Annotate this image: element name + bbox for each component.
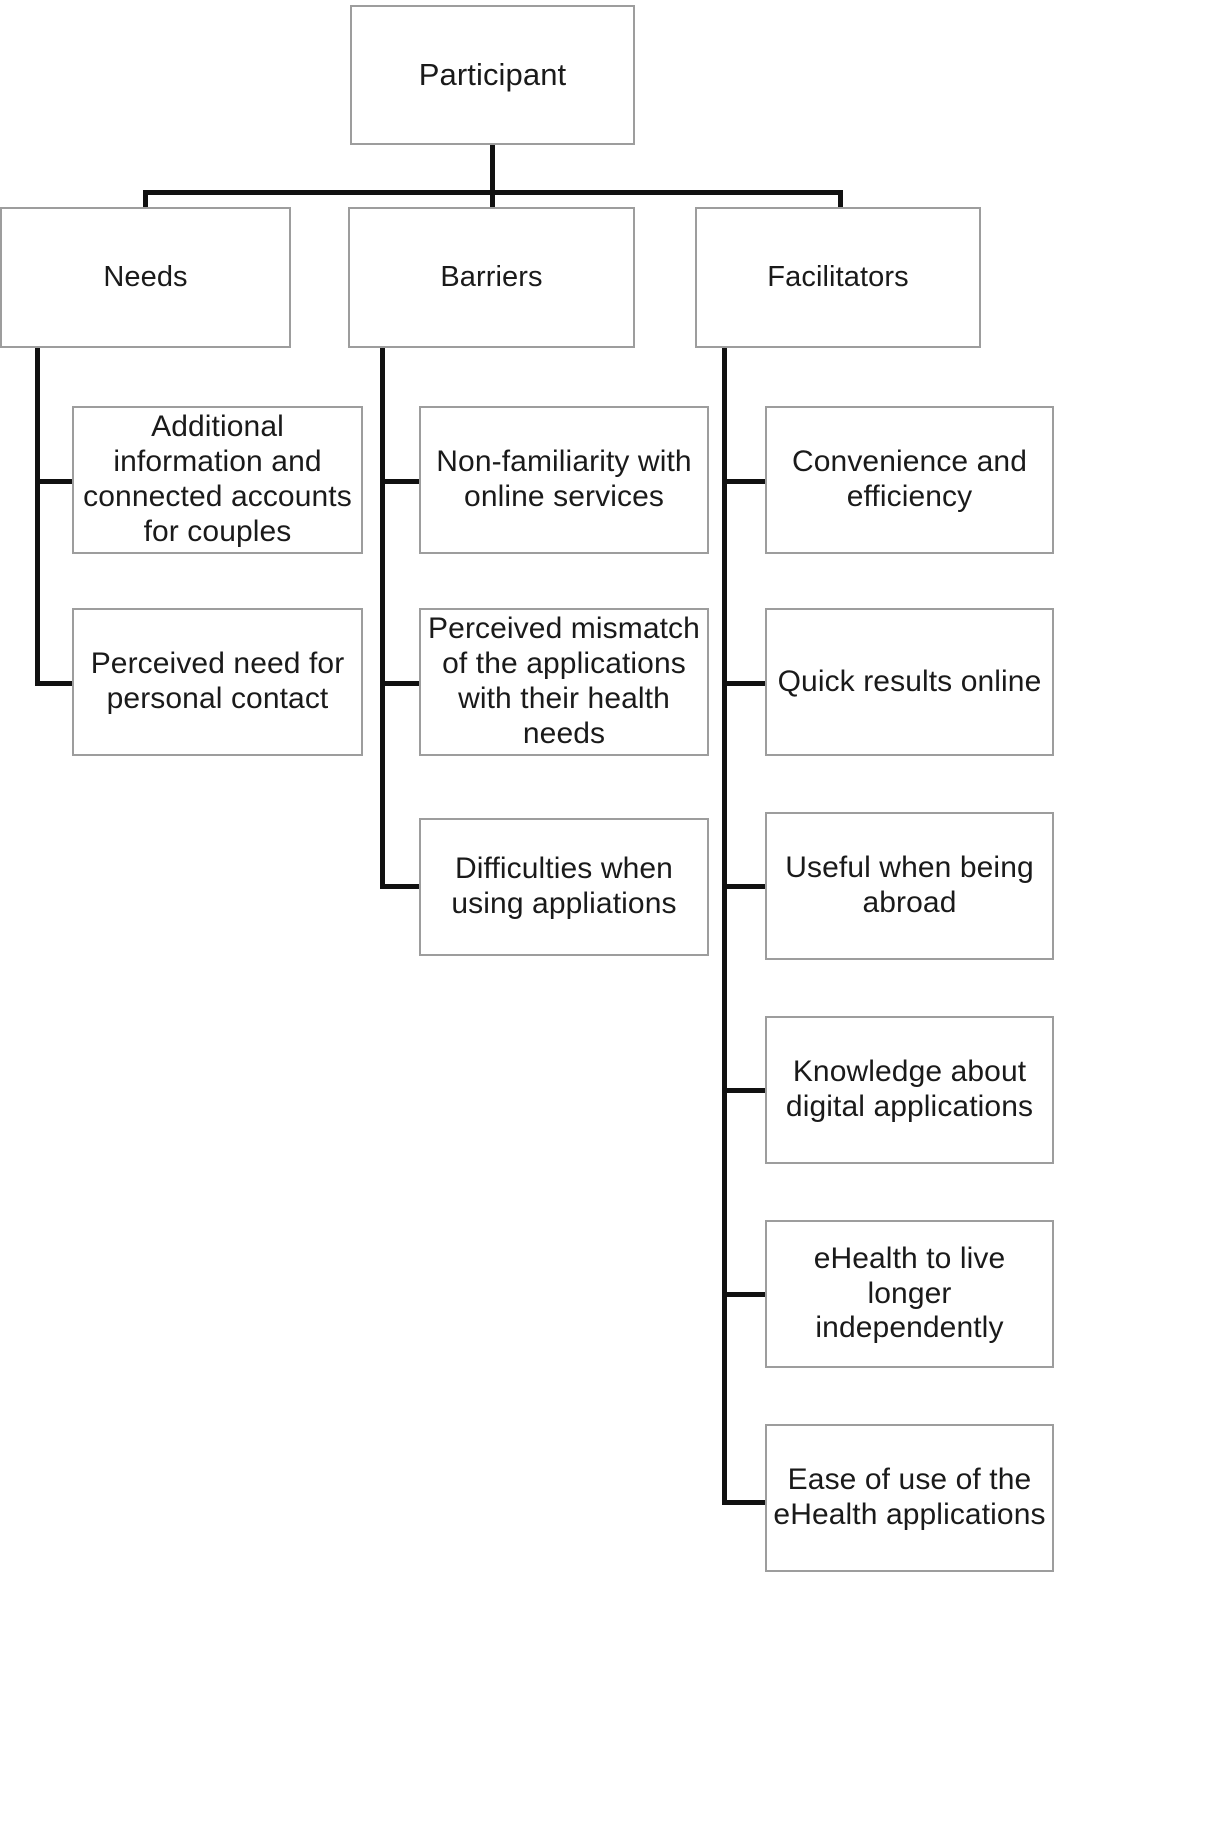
node-needs-child-1[interactable]: Additional information and connected acc… bbox=[72, 406, 363, 554]
node-facilitators-child-2[interactable]: Quick results online bbox=[765, 608, 1054, 756]
connector-stub-needs-1 bbox=[35, 479, 75, 484]
node-facilitators[interactable]: Facilitators bbox=[695, 207, 981, 348]
connector-stub-barriers-2 bbox=[380, 681, 422, 686]
node-facilitators-child-6[interactable]: Ease of use of the eHealth applications bbox=[765, 1424, 1054, 1572]
node-needs-child-2[interactable]: Perceived need for personal contact bbox=[72, 608, 363, 756]
node-barriers-child-2[interactable]: Perceived mismatch of the applications w… bbox=[419, 608, 709, 756]
connector-spine-barriers bbox=[380, 346, 385, 888]
node-facilitators-child-4[interactable]: Knowledge about digital applications bbox=[765, 1016, 1054, 1164]
node-barriers-child-3[interactable]: Difficulties when using appliations bbox=[419, 818, 709, 956]
connector-stub-barriers-1 bbox=[380, 479, 422, 484]
node-facilitators-child-5[interactable]: eHealth to live longer independently bbox=[765, 1220, 1054, 1368]
connector-stub-barriers-3 bbox=[380, 884, 422, 889]
node-facilitators-child-1[interactable]: Convenience and efficiency bbox=[765, 406, 1054, 554]
node-facilitators-child-6-label: Ease of use of the eHealth applications bbox=[773, 1463, 1046, 1531]
node-facilitators-label: Facilitators bbox=[767, 260, 909, 293]
node-needs[interactable]: Needs bbox=[0, 207, 291, 348]
connector-spine-facilitators bbox=[722, 346, 727, 1504]
node-barriers-child-2-label: Perceived mismatch of the applications w… bbox=[428, 612, 700, 750]
node-needs-label: Needs bbox=[103, 260, 188, 293]
node-facilitators-child-4-label: Knowledge about digital applications bbox=[785, 1055, 1034, 1123]
node-barriers-child-1[interactable]: Non-familiarity with online services bbox=[419, 406, 709, 554]
node-needs-child-1-label: Additional information and connected acc… bbox=[83, 410, 352, 548]
connector-stub-facilitators-1 bbox=[722, 479, 767, 484]
connector-stub-needs-2 bbox=[35, 681, 75, 686]
connector-stub-facilitators-4 bbox=[722, 1088, 767, 1093]
node-facilitators-child-3-label: Useful when being abroad bbox=[785, 851, 1034, 919]
node-needs-child-2-label: Perceived need for personal contact bbox=[90, 647, 345, 715]
connector-drop-barriers bbox=[490, 190, 495, 210]
node-facilitators-child-1-label: Convenience and efficiency bbox=[791, 445, 1027, 513]
node-barriers[interactable]: Barriers bbox=[348, 207, 635, 348]
node-facilitators-child-3[interactable]: Useful when being abroad bbox=[765, 812, 1054, 960]
node-facilitators-child-2-label: Quick results online bbox=[777, 664, 1042, 698]
node-facilitators-child-5-label: eHealth to live longer independently bbox=[813, 1241, 1006, 1345]
node-participant[interactable]: Participant bbox=[350, 5, 635, 145]
connector-stub-facilitators-3 bbox=[722, 884, 767, 889]
connector-drop-needs bbox=[143, 190, 148, 210]
connector-stub-facilitators-5 bbox=[722, 1292, 767, 1297]
connector-spine-needs bbox=[35, 346, 40, 686]
connector-drop-facilitators bbox=[838, 190, 843, 210]
node-barriers-child-1-label: Non-familiarity with online services bbox=[436, 445, 692, 513]
connector-stub-facilitators-2 bbox=[722, 681, 767, 686]
connector-root-stem bbox=[490, 145, 495, 192]
node-barriers-label: Barriers bbox=[440, 260, 543, 293]
connector-stub-facilitators-6 bbox=[722, 1500, 767, 1505]
node-participant-label: Participant bbox=[418, 57, 567, 93]
node-barriers-child-3-label: Difficulties when using appliations bbox=[451, 852, 677, 920]
